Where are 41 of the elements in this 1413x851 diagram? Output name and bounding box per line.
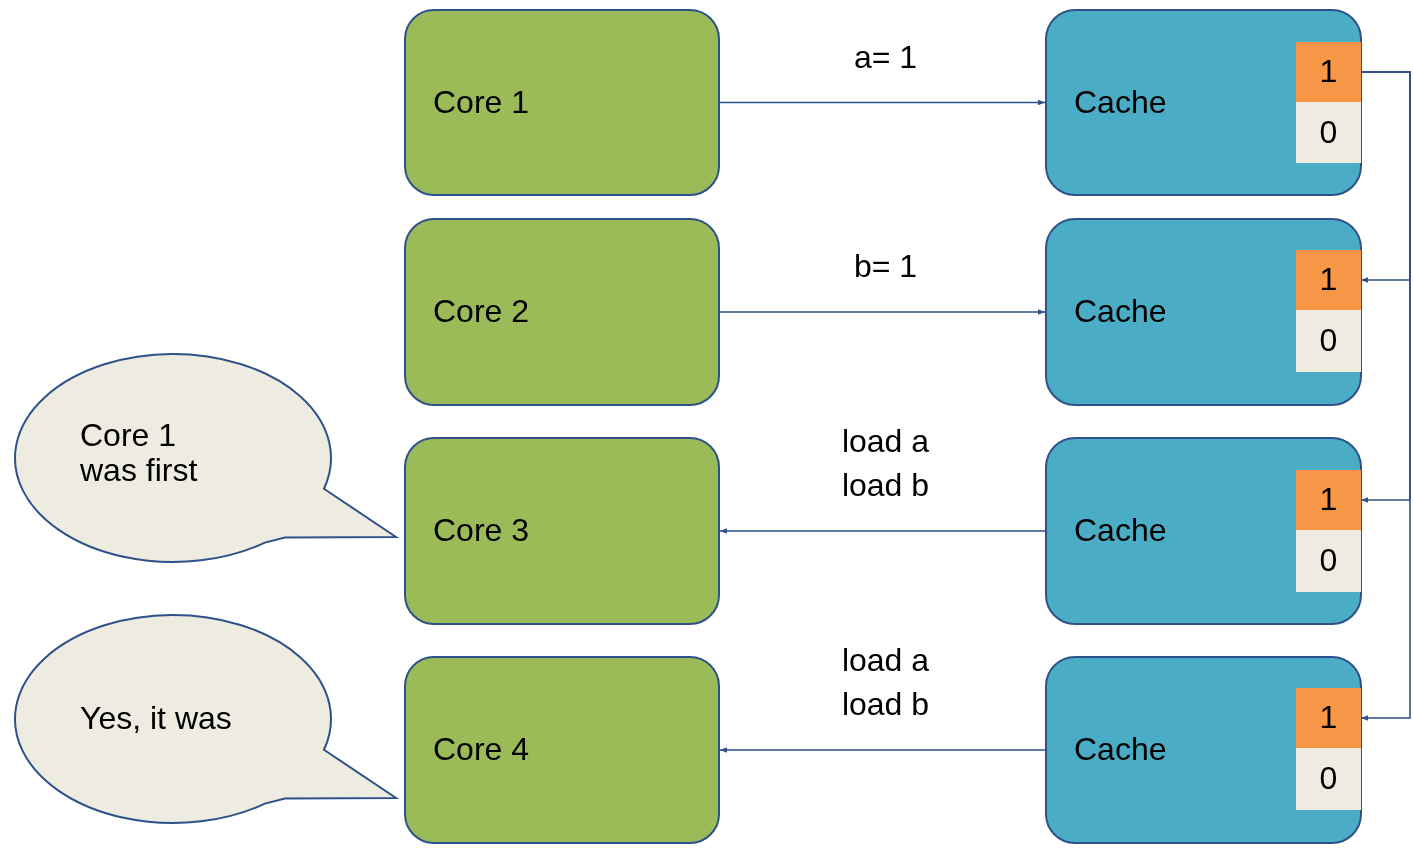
bubble-text: Yes, it was [80, 701, 233, 737]
cell-value: 0 [1319, 323, 1338, 359]
cache-label: Cache [1074, 294, 1167, 330]
core-box [404, 437, 720, 625]
cache-cell [1296, 470, 1361, 530]
cache-label: Cache [1074, 84, 1167, 121]
speech-bubble [14, 352, 398, 564]
arrow [719, 528, 1046, 534]
cell-value: 1 [1319, 262, 1338, 298]
cache-box [1045, 656, 1362, 844]
cell-value: 0 [1319, 114, 1338, 151]
cache-label: Cache [1074, 732, 1167, 768]
cell-value: 1 [1319, 482, 1338, 518]
cache-box [1045, 437, 1362, 625]
cache-box [1045, 9, 1362, 196]
cell-value: 0 [1319, 761, 1338, 797]
arrow [1360, 71, 1411, 721]
cache-cell [1296, 250, 1361, 310]
core-box [404, 656, 720, 844]
core-label: Core 2 [433, 294, 530, 330]
cache-box [1045, 218, 1362, 406]
core-label: Core 3 [433, 513, 530, 549]
arrow [719, 99, 1046, 106]
core-label: Core 4 [433, 732, 530, 768]
arrow [719, 747, 1046, 753]
core-box [404, 218, 720, 406]
core-box [404, 9, 720, 196]
cache-cell [1296, 42, 1361, 102]
arrow [719, 309, 1046, 315]
core-label: Core 1 [433, 84, 530, 121]
bubble-text: Core 1 was first [80, 418, 199, 489]
cell-value: 1 [1319, 700, 1338, 736]
cache-cell [1296, 102, 1361, 163]
cell-value: 1 [1319, 54, 1338, 90]
cache-cell [1296, 748, 1361, 810]
cell-value: 0 [1319, 543, 1338, 579]
cache-cell [1296, 310, 1361, 372]
cache-label: Cache [1074, 513, 1167, 549]
cache-cell [1296, 530, 1361, 592]
cache-cell [1296, 688, 1361, 748]
speech-bubble [14, 613, 398, 825]
